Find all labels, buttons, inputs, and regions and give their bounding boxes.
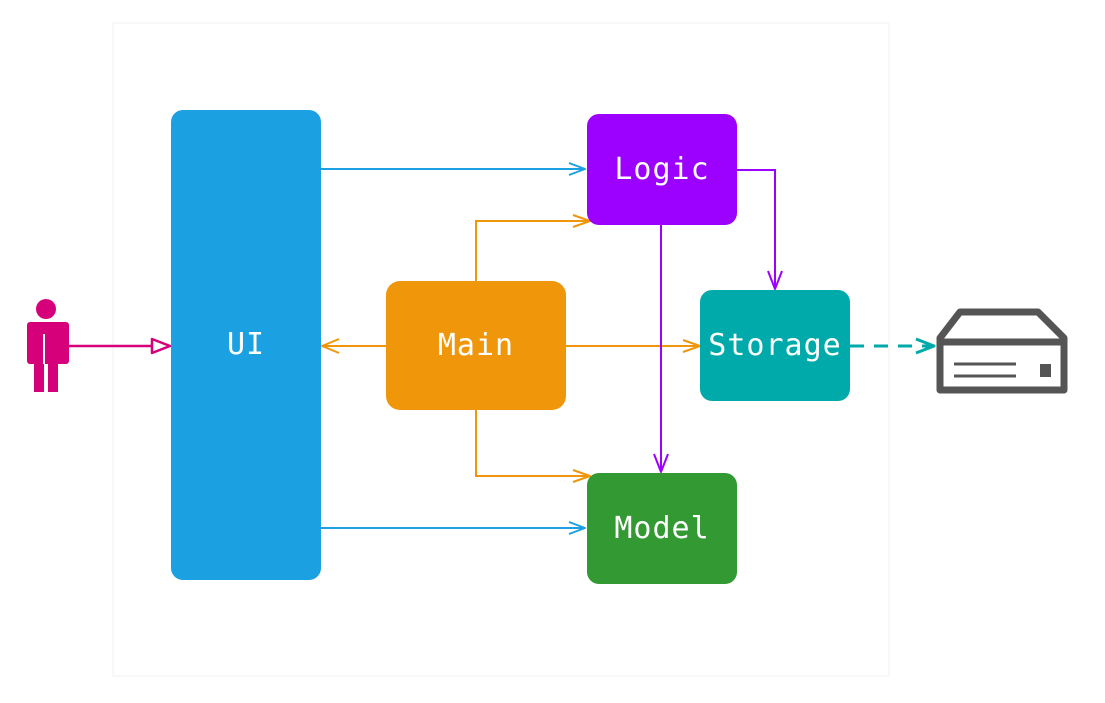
logic-component: Logic (587, 114, 737, 225)
main-box (386, 281, 566, 410)
main-label: Main (438, 328, 514, 363)
model-label: Model (614, 511, 709, 546)
model-component: Model (587, 473, 737, 584)
ui-component: UI (171, 110, 321, 580)
ui-box (171, 110, 321, 580)
diagram-frame (112, 22, 890, 677)
logic-label: Logic (614, 152, 709, 187)
edge-logic-to-storage (736, 169, 783, 290)
edge-ui-to-model (320, 521, 586, 535)
edge-main-to-model (475, 410, 591, 483)
edge-user-to-ui (68, 337, 172, 355)
logic-box (587, 114, 737, 225)
user-icon (27, 299, 69, 392)
edge-main-to-ui (321, 338, 386, 354)
storage-component: Storage (700, 290, 850, 401)
model-box (587, 473, 737, 584)
storage-label: Storage (708, 328, 841, 363)
main-component: Main (386, 281, 566, 410)
edge-logic-to-model (653, 225, 669, 473)
edge-ui-to-logic (320, 162, 586, 176)
storage-box (700, 290, 850, 401)
edge-main-to-storage (566, 339, 701, 353)
hard-drive-icon (936, 308, 1068, 394)
edge-storage-to-device (850, 337, 936, 355)
ui-label: UI (227, 327, 265, 362)
edge-main-to-logic (475, 214, 591, 281)
